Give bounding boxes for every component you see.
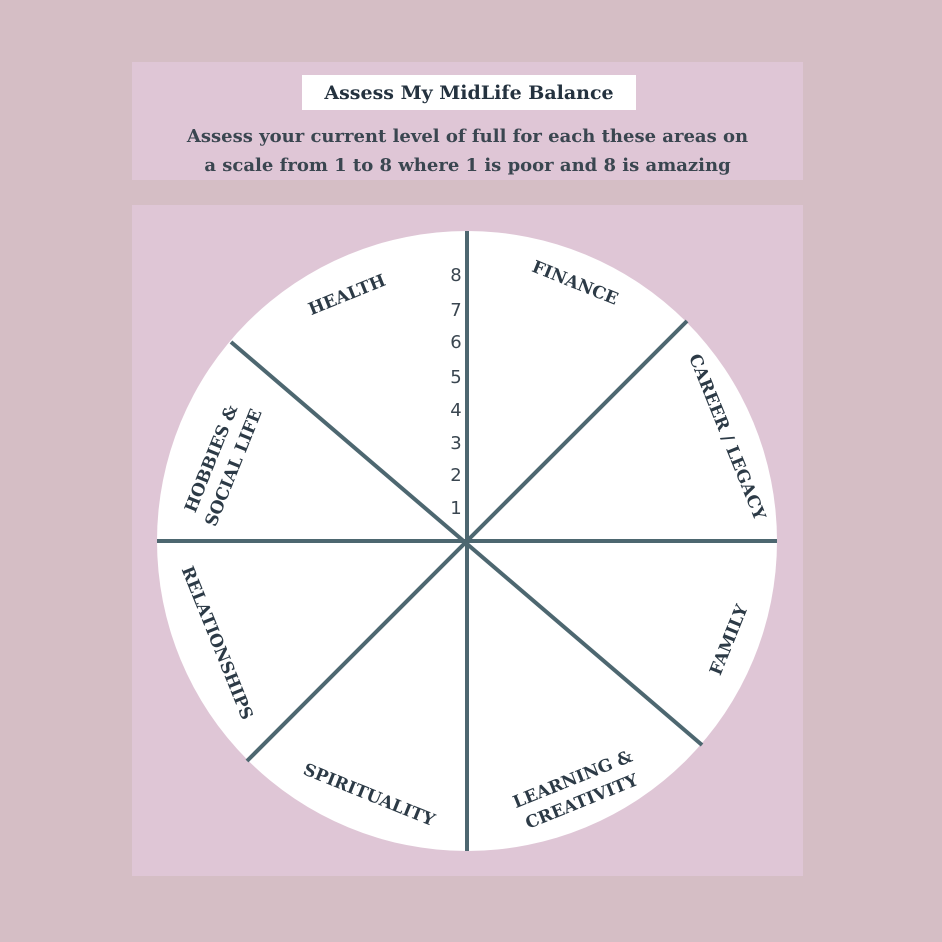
spoke-diagonal-ne	[245, 319, 689, 763]
scale-7: 7	[450, 300, 461, 321]
instructions-line-2: a scale from 1 to 8 where 1 is poor and …	[204, 155, 731, 176]
page-title: Assess My MidLife Balance	[324, 81, 614, 104]
scale-4: 4	[450, 400, 461, 421]
scale-8: 8	[450, 265, 461, 286]
spoke-diagonal-nw	[229, 340, 704, 747]
scale-3: 3	[450, 433, 461, 454]
instructions-line-1: Assess your current level of full for ea…	[186, 126, 749, 147]
scale-5: 5	[450, 367, 461, 388]
scale-6: 6	[450, 332, 461, 353]
title-box: Assess My MidLife Balance	[302, 75, 636, 110]
scale-1: 1	[450, 498, 461, 519]
scale-2: 2	[450, 465, 461, 486]
instructions: Assess your current level of full for ea…	[132, 122, 803, 180]
